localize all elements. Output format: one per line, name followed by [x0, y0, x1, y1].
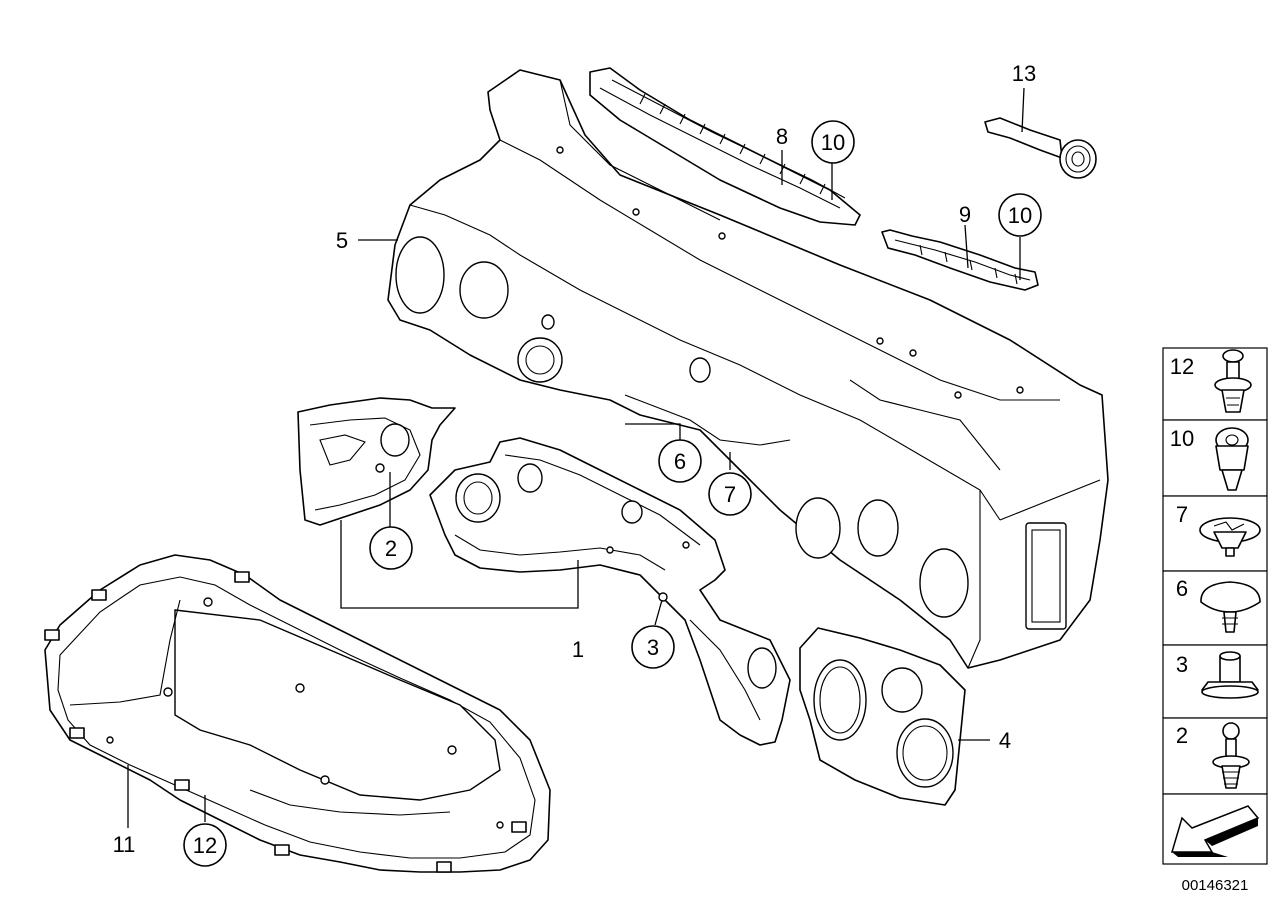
callout-7: 7 — [708, 472, 752, 516]
callout-13: 13 — [1012, 61, 1036, 86]
svg-text:7: 7 — [1176, 502, 1188, 527]
callout-5: 5 — [336, 228, 348, 253]
svg-text:7: 7 — [724, 482, 736, 507]
callout-6: 6 — [658, 439, 702, 483]
svg-text:9: 9 — [959, 202, 971, 227]
bonnet-insulation-mat-part — [44, 554, 551, 873]
svg-text:6: 6 — [674, 449, 686, 474]
tunnel-insulation-part — [429, 437, 791, 746]
push-rivet-clip-icon — [1214, 349, 1252, 413]
leader-13 — [1021, 87, 1025, 133]
leader-6 — [625, 423, 681, 445]
upper-insulation-strip-part — [589, 67, 861, 226]
arrow-left-down-icon — [1170, 805, 1260, 857]
svg-text:12: 12 — [1170, 354, 1194, 379]
svg-text:2: 2 — [385, 536, 397, 561]
left-side-panel-part — [297, 397, 456, 526]
svg-text:13: 13 — [1012, 61, 1036, 86]
svg-text:3: 3 — [1176, 652, 1188, 677]
leader-3 — [654, 599, 663, 626]
legend-cell-10 — [1162, 419, 1268, 497]
mushroom-clip-icon — [1200, 581, 1261, 633]
leader-1 — [340, 520, 579, 609]
callout-10-lower: 10 — [998, 193, 1042, 237]
callout-9: 9 — [959, 202, 971, 227]
svg-text:1: 1 — [572, 637, 584, 662]
sealing-tape-roll-part — [984, 117, 1097, 179]
svg-text:10: 10 — [1170, 426, 1194, 451]
svg-text:3: 3 — [647, 635, 659, 660]
svg-text:6: 6 — [1176, 576, 1188, 601]
callout-4: 4 — [999, 728, 1011, 753]
side-insulation-strip-part — [881, 229, 1039, 291]
svg-text:2: 2 — [1176, 723, 1188, 748]
callout-1: 1 — [572, 637, 584, 662]
leader-lines — [127, 87, 1025, 828]
callout-12: 12 — [183, 823, 227, 867]
bulkhead-insulation-part — [387, 69, 1109, 669]
callout-8: 8 — [776, 124, 788, 149]
right-side-panel-part — [799, 627, 966, 806]
document-number: 00146321 — [1182, 877, 1249, 894]
callout-3: 3 — [631, 625, 675, 669]
leader-9 — [964, 224, 969, 269]
svg-text:12: 12 — [193, 833, 217, 858]
svg-text:4: 4 — [999, 728, 1011, 753]
callout-2: 2 — [369, 526, 413, 570]
spring-clip-icon — [1199, 517, 1261, 557]
callout-10-upper: 10 — [811, 120, 855, 164]
fastener-legend: 12 10 7 6 — [1162, 347, 1268, 865]
svg-text:8: 8 — [776, 124, 788, 149]
legend-cell-2 — [1162, 717, 1268, 795]
expanding-nut-icon — [1201, 651, 1259, 699]
callout-11: 11 — [113, 832, 136, 857]
svg-text:10: 10 — [1008, 203, 1032, 228]
svg-text:5: 5 — [336, 228, 348, 253]
expanding-rivet-icon — [1215, 427, 1249, 491]
fir-tree-clip-icon — [1212, 722, 1250, 789]
svg-text:11: 11 — [113, 832, 136, 857]
svg-text:10: 10 — [821, 130, 845, 155]
